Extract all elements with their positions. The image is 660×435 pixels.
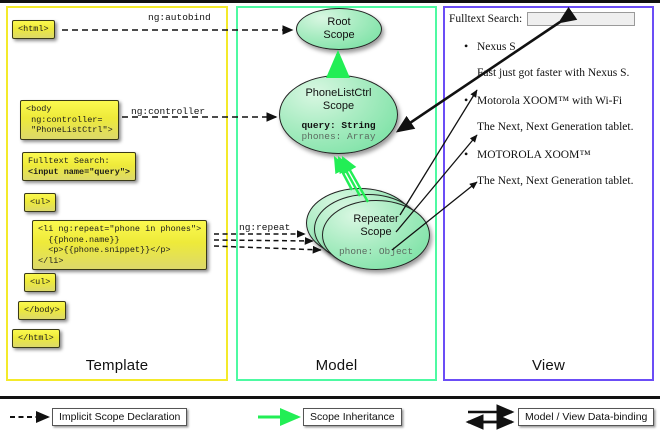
arrow-binding-item-2 (395, 134, 478, 233)
code-box-search-markup: Fulltext Search: <input name="query"> (22, 152, 137, 181)
scope-root-title-2: Scope (323, 29, 355, 41)
code-box-li-repeat: <li ng:repeat="phone in phones"> {{phone… (32, 220, 208, 270)
scope-root-title-1: Root (327, 16, 351, 28)
code-box-body-close: </body> (18, 301, 66, 320)
arrow-inherit-repeater-1 (333, 155, 354, 191)
arrow-inherit-repeater-2 (337, 155, 362, 197)
scope-root: Root Scope (296, 8, 382, 50)
template-panel-label: Template (85, 357, 149, 374)
arrow-binding-item-3 (391, 181, 478, 251)
list-item[interactable]: MOTOROLA XOOM™ The Next, Next Generation… (464, 147, 649, 188)
bottom-divider-rule (0, 396, 660, 399)
scope-phonelistctrl-prop-phones: phones: Array (301, 131, 376, 142)
scope-phonelistctrl-title-1: PhoneListCtrl (305, 87, 372, 99)
arrow-binding-query (395, 6, 578, 133)
scope-repeater-prop-phone: phone: Object (338, 246, 414, 257)
code-box-ul-open: <ul> (24, 193, 57, 212)
view-panel-label: View (531, 357, 566, 374)
top-divider-rule (0, 0, 660, 3)
code-box-html-open: <html> (12, 20, 55, 39)
edge-label-autobind: ng:autobind (148, 12, 211, 23)
legend-item-implicit-scope-declaration: Implicit Scope Declaration (52, 408, 188, 426)
scope-phonelistctrl-prop-query: query: String (301, 120, 376, 131)
legend-item-model-view-data-binding: Model / View Data-binding (518, 408, 655, 426)
scope-repeater: Repeater Scope phone: Object (322, 200, 430, 270)
arrow-binding-item-1 (399, 89, 478, 216)
code-box-body-open: <body ng:controller= "PhoneListCtrl"> (20, 100, 119, 140)
code-box-ul-close: <ul> (24, 273, 57, 292)
code-box-html-close: </html> (12, 329, 60, 348)
scope-repeater-title-1: Repeater (353, 213, 399, 225)
scope-repeater-title-2: Scope (360, 226, 392, 238)
scope-phonelistctrl-title-2: Scope (322, 100, 355, 112)
legend-item-scope-inheritance: Scope Inheritance (303, 408, 402, 426)
arrow-repeat-3 (213, 245, 322, 254)
scope-phonelistctrl: PhoneListCtrl Scope query: String phones… (279, 75, 398, 154)
arrow-inherit-repeater-3 (341, 155, 370, 203)
search-markup-line1: Fulltext Search: (28, 156, 110, 166)
search-markup-line2: <input name="query"> (28, 166, 131, 177)
arrow-repeat-2 (213, 237, 314, 245)
edge-label-repeat: ng:repeat (239, 222, 291, 233)
model-panel-label: Model (315, 357, 358, 374)
edge-label-controller: ng:controller (131, 106, 206, 117)
legend: Implicit Scope Declaration Scope Inherit… (0, 404, 660, 432)
phone-snippet: The Next, Next Generation tablet. (477, 175, 634, 187)
phone-name: MOTOROLA XOOM™ (477, 149, 591, 161)
